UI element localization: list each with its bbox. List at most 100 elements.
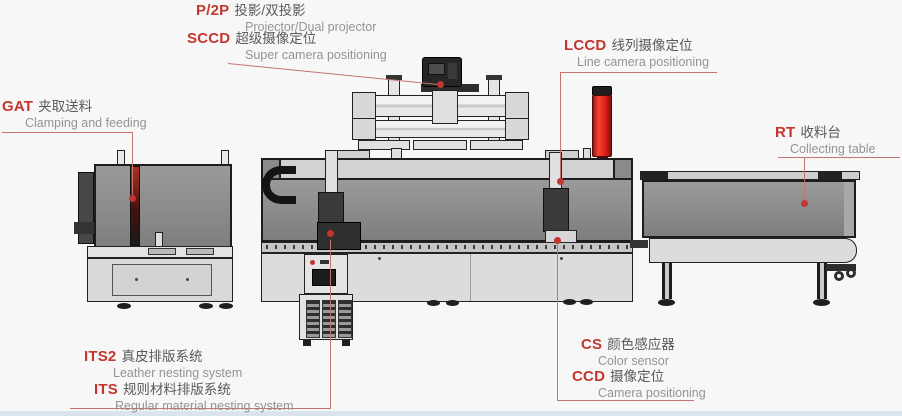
- label-rt-en: Collecting table: [790, 141, 876, 156]
- label-lccd-en: Line camera positioning: [577, 54, 710, 69]
- label-sccd-code: SCCD: [187, 30, 231, 47]
- nesting-monitor-panel: [317, 222, 361, 250]
- label-gat-cn: 夹取送料: [38, 99, 93, 114]
- cutter-foot: [446, 300, 459, 306]
- cutter-top-rim: [261, 158, 633, 180]
- control-switch: [320, 260, 329, 264]
- label-cs-row: CS 颜色感应器: [581, 336, 675, 354]
- feeder-panel-screw: [186, 278, 189, 281]
- control-red-button: [310, 260, 315, 265]
- marker-projector: [437, 81, 444, 88]
- cabinet-foot: [303, 340, 311, 346]
- leader-sccd-diagonal: [227, 63, 441, 86]
- label-sccd: SCCD 超级摄像定位 Super camera positioning: [187, 30, 387, 62]
- collector-rim-end-left: [640, 171, 668, 180]
- leader-gat-vertical: [132, 132, 133, 198]
- cutter-rail-ticks: [266, 245, 628, 249]
- leader-gat-underline: [2, 132, 133, 133]
- gantry-pad: [413, 140, 467, 150]
- collector-foot: [813, 299, 830, 306]
- label-projector: P/2P 投影/双投影 Projector/Dual projector: [196, 2, 376, 34]
- cable-chain-tube: [262, 166, 296, 204]
- label-its2-en: Leather nesting system: [113, 365, 243, 380]
- label-projector-en: Projector/Dual projector: [245, 19, 377, 34]
- label-ccd-code: CCD: [572, 368, 606, 385]
- cutter-head-right: [543, 188, 569, 232]
- label-gat-row: GAT 夹取送料: [2, 98, 147, 116]
- label-cs-cn: 颜色感应器: [607, 337, 675, 352]
- label-sccd-row: SCCD 超级摄像定位: [187, 30, 387, 48]
- cutter-base-screw: [560, 257, 563, 260]
- label-ccd-cn: 摄像定位: [610, 369, 665, 384]
- gantry-beam-lower-end: [505, 118, 529, 140]
- collector-box-side: [844, 182, 854, 236]
- gantry-pad: [358, 140, 410, 150]
- feeder-rail-block: [148, 248, 176, 255]
- gantry-pad: [470, 140, 523, 150]
- leader-lccd-underline: [560, 72, 717, 73]
- label-gat-code: GAT: [2, 98, 34, 115]
- label-sccd-cn: 超级摄像定位: [235, 31, 317, 46]
- label-projector-code: P/2P: [196, 2, 230, 19]
- label-projector-row: P/2P 投影/双投影: [196, 2, 376, 20]
- footer-strip: [0, 411, 902, 416]
- cutter-foot: [580, 299, 593, 305]
- cutter-foot: [563, 299, 576, 305]
- cabinet-vent: [322, 300, 336, 338]
- cutter-base-screw: [378, 257, 381, 260]
- leader-ccd-vertical: [557, 243, 558, 400]
- label-lccd-code: LCCD: [564, 37, 607, 54]
- gantry-beam-upper-end: [505, 92, 529, 119]
- projector-lens: [428, 63, 445, 75]
- marker-camera-positioning: [554, 237, 561, 244]
- label-its2-code: ITS2: [84, 348, 117, 365]
- feeder-left-bracket-foot: [74, 222, 98, 234]
- cabinet-vent: [338, 300, 352, 338]
- marker-line-camera: [557, 178, 564, 185]
- cutter-carriage-top-right: [545, 150, 579, 159]
- collector-foot: [658, 299, 675, 306]
- label-rt-cn: 收料台: [800, 125, 841, 140]
- feeder-bed: [94, 164, 232, 252]
- cutter-carriage-top-left: [336, 150, 370, 159]
- feeder-clamp-bar: [130, 166, 140, 246]
- label-cs-code: CS: [581, 336, 603, 353]
- projector-bracket: [421, 84, 479, 92]
- collector-hook: [846, 268, 856, 278]
- collector-base: [649, 238, 857, 263]
- label-sccd-en: Super camera positioning: [245, 47, 387, 62]
- label-cs: CS 颜色感应器 Color sensor: [581, 336, 675, 368]
- feeder-foot: [219, 303, 233, 309]
- control-screen: [312, 269, 336, 286]
- collector-hook-bar: [826, 264, 856, 271]
- label-lccd-cn: 线列摄像定位: [611, 38, 693, 53]
- gantry-post-right-cap: [486, 75, 502, 80]
- leader-ccd-horizontal: [557, 400, 694, 401]
- collector-hook: [834, 271, 844, 281]
- collector-left-bracket: [630, 240, 648, 248]
- leader-its-vertical: [330, 240, 331, 408]
- label-its-en: Regular material nesting system: [115, 398, 294, 413]
- label-its2-cn: 真皮排版系统: [121, 349, 203, 364]
- label-its2: ITS2 真皮排版系统 Leather nesting system: [84, 348, 242, 380]
- cutter-rim-endcap-right: [613, 158, 633, 180]
- cutter-base-seam: [470, 254, 471, 301]
- line-camera-tower: [592, 95, 612, 157]
- label-cs-en: Color sensor: [598, 353, 669, 368]
- projector-vent: [448, 63, 457, 79]
- feeder-rail-block: [186, 248, 214, 255]
- leader-rt-underline: [778, 157, 900, 158]
- cabinet-foot: [342, 340, 350, 346]
- feeder-foot: [199, 303, 213, 309]
- label-projector-cn: 投影/双投影: [234, 3, 306, 18]
- gantry-beam-upper-end: [352, 92, 376, 119]
- gantry-beam-lower-end: [352, 118, 376, 140]
- feeder-base-panel: [112, 264, 212, 296]
- feeder-foot: [117, 303, 131, 309]
